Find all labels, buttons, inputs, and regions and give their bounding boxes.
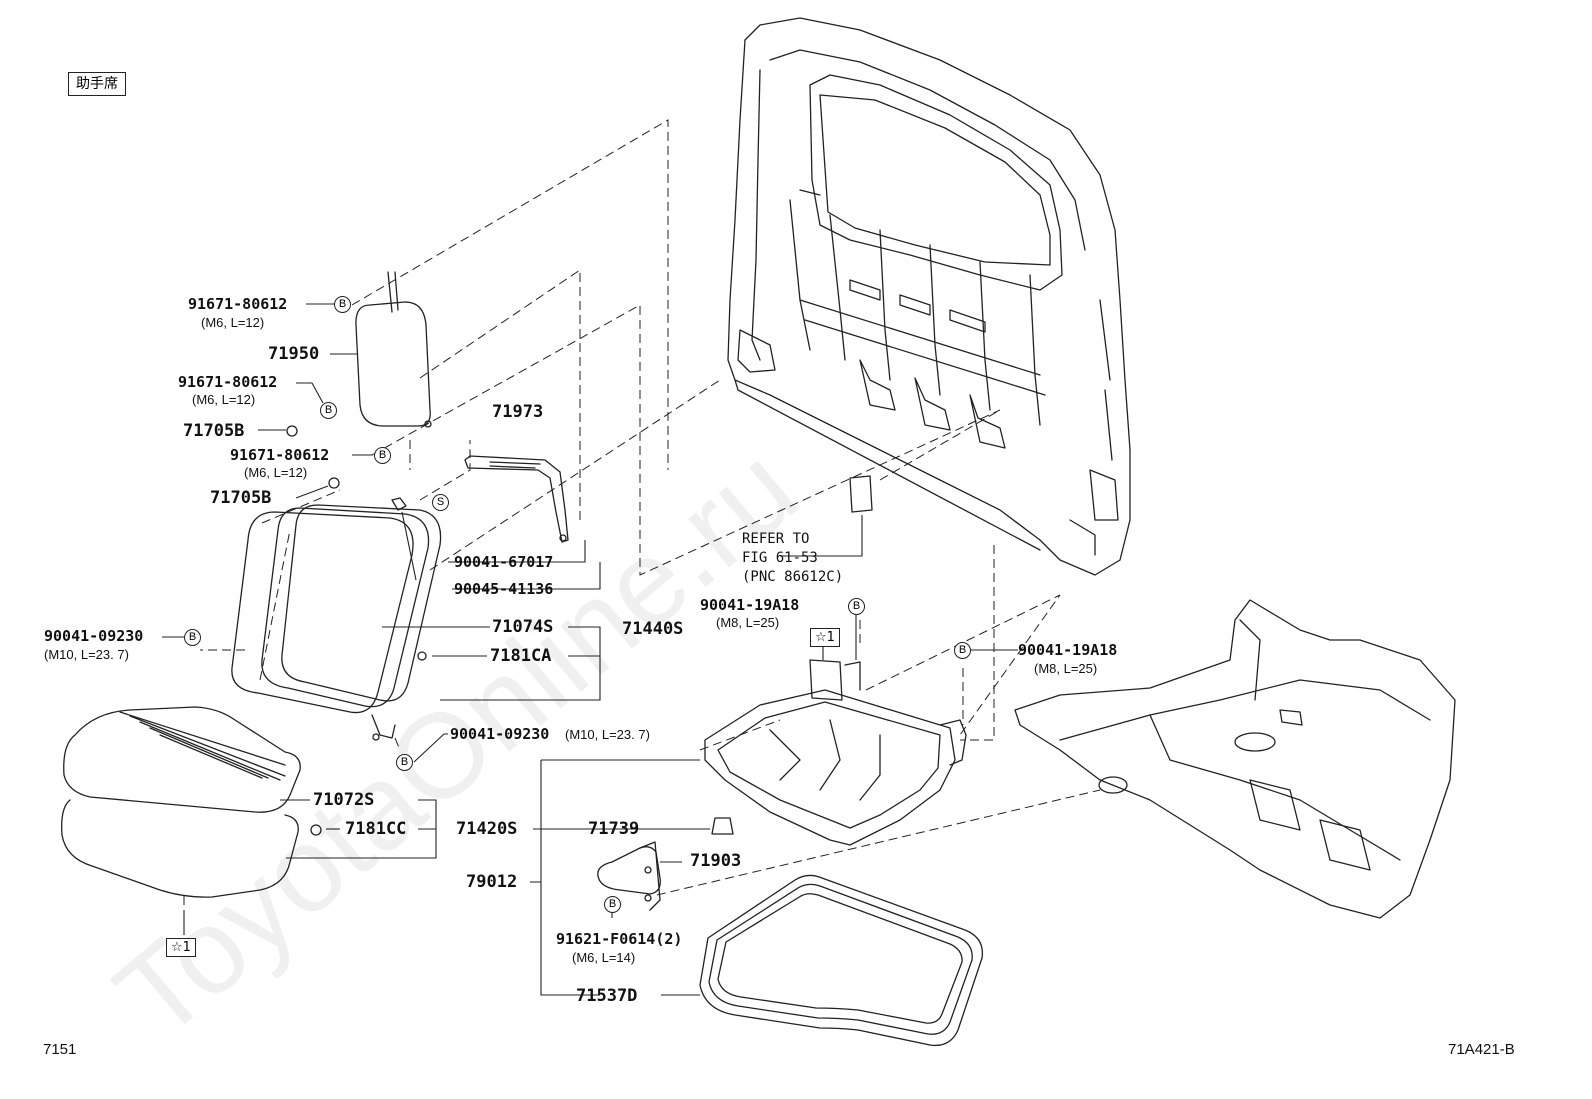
gasket-71537d bbox=[699, 874, 984, 1047]
part-number[interactable]: 71705B bbox=[210, 488, 272, 508]
part-number[interactable]: 91671-80612 bbox=[230, 446, 330, 464]
part-spec: (M6, L=14) bbox=[572, 950, 636, 965]
part-number[interactable]: 71973 bbox=[492, 402, 544, 422]
part-number[interactable]: 90041-09230 bbox=[44, 627, 144, 645]
reference-note: REFER TO FIG 61-53 (PNC 86612C) bbox=[742, 530, 843, 587]
part-number[interactable]: 91671-80612 bbox=[188, 295, 288, 313]
seat-frame-79012 bbox=[704, 659, 967, 846]
star-reference-marker: ☆1 bbox=[166, 938, 196, 957]
part-number[interactable]: 71705B bbox=[183, 421, 245, 441]
bolt-marker-icon: B bbox=[848, 598, 865, 615]
bolt-marker-icon: B bbox=[334, 296, 351, 313]
seat-cushion-71420s bbox=[61, 706, 322, 898]
part-number[interactable]: 91621-F0614(2) bbox=[556, 930, 683, 948]
floor-pan bbox=[1014, 599, 1456, 919]
part-number[interactable]: 71074S bbox=[492, 617, 554, 637]
seatback-panel-71950 bbox=[355, 271, 432, 428]
part-number[interactable]: 90045-41136 bbox=[454, 580, 554, 598]
part-number[interactable]: 7181CC bbox=[345, 819, 407, 839]
part-spec: (M6, L=12) bbox=[244, 465, 308, 480]
bumper-71739 bbox=[711, 817, 734, 835]
illustration-code: 71A421-B bbox=[1448, 1041, 1515, 1058]
bolt-marker-icon: B bbox=[954, 642, 971, 659]
reference-note-line3: (PNC 86612C) bbox=[742, 568, 844, 585]
bolt-marker-icon: B bbox=[320, 402, 337, 419]
part-spec: (M8, L=25) bbox=[716, 615, 780, 630]
rear-cab-panel bbox=[727, 17, 1131, 576]
part-number[interactable]: 79012 bbox=[466, 872, 518, 892]
position-label-box: 助手席 bbox=[68, 72, 126, 96]
part-number[interactable]: 90041-19A18 bbox=[700, 596, 800, 614]
part-number[interactable]: 90041-19A18 bbox=[1018, 641, 1118, 659]
seatback-assembly-71440s bbox=[231, 425, 442, 741]
part-spec: (M8, L=25) bbox=[1034, 661, 1098, 676]
part-number[interactable]: 71950 bbox=[268, 344, 320, 364]
part-number[interactable]: 71420S bbox=[456, 819, 518, 839]
part-number[interactable]: 7181CA bbox=[490, 646, 552, 666]
part-number[interactable]: 71440S bbox=[622, 619, 684, 639]
part-spec: (M10, L=23. 7) bbox=[44, 647, 129, 662]
star-reference-marker: ☆1 bbox=[810, 628, 840, 647]
part-number[interactable]: 90041-67017 bbox=[454, 553, 554, 571]
handle-71903 bbox=[597, 841, 661, 911]
bolt-marker-icon: B bbox=[604, 896, 621, 913]
bolt-marker-icon: B bbox=[184, 629, 201, 646]
part-spec: (M10, L=23. 7) bbox=[565, 727, 650, 742]
part-number[interactable]: 91671-80612 bbox=[178, 373, 278, 391]
part-number[interactable]: 71072S bbox=[313, 790, 375, 810]
part-spec: (M6, L=12) bbox=[192, 392, 256, 407]
reference-note-line1: REFER TO bbox=[742, 531, 810, 547]
part-number[interactable]: 90041-09230 bbox=[450, 725, 550, 743]
screw-marker-icon: S bbox=[432, 494, 449, 511]
part-number[interactable]: 71537D bbox=[576, 986, 638, 1006]
bolt-marker-icon: B bbox=[396, 754, 413, 771]
page-code: 7151 bbox=[43, 1041, 77, 1058]
bolt-marker-icon: B bbox=[374, 447, 391, 464]
reference-note-line2: FIG 61-53 bbox=[742, 549, 818, 566]
pad-86612c bbox=[849, 475, 873, 513]
rod-71973 bbox=[464, 455, 569, 543]
part-number[interactable]: 71903 bbox=[690, 851, 742, 871]
part-spec: (M6, L=12) bbox=[201, 315, 265, 330]
part-number[interactable]: 71739 bbox=[588, 819, 640, 839]
